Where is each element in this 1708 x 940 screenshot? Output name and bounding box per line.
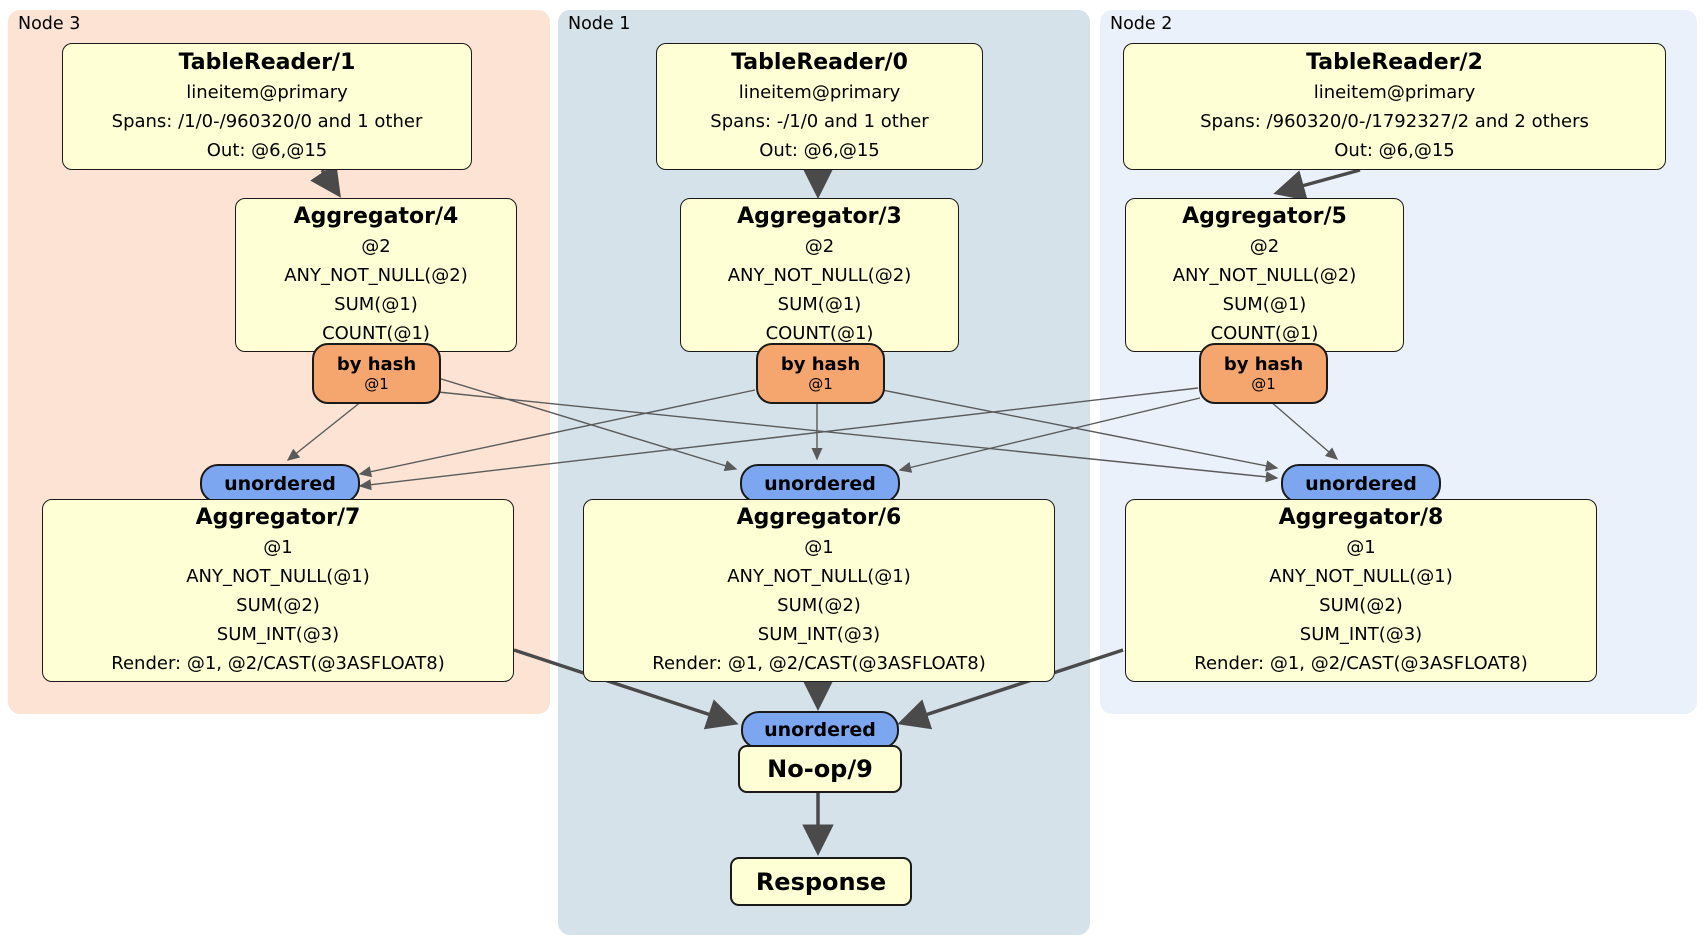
tablereader-2-box: TableReader/2 lineitem@primary Spans: /9… — [1123, 43, 1666, 170]
processor-line: COUNT(@1) — [765, 323, 874, 344]
response-box: Response — [730, 857, 912, 906]
unordered-sync-final: unordered — [741, 711, 899, 749]
processor-line: Render: @1, @2/CAST(@3ASFLOAT8) — [111, 653, 445, 674]
processor-line: ANY_NOT_NULL(@1) — [186, 566, 370, 587]
processor-line: COUNT(@1) — [1210, 323, 1319, 344]
router-detail: @1 — [1251, 374, 1276, 393]
unordered-sync-node2: unordered — [1281, 464, 1441, 503]
aggregator-5-box: Aggregator/5 @2 ANY_NOT_NULL(@2) SUM(@1)… — [1125, 198, 1404, 352]
processor-line: Render: @1, @2/CAST(@3ASFLOAT8) — [652, 653, 986, 674]
processor-line: Spans: -/1/0 and 1 other — [710, 111, 929, 132]
processor-line: SUM_INT(@3) — [216, 624, 340, 645]
processor-title: Aggregator/7 — [195, 505, 361, 530]
tablereader-1-box: TableReader/1 lineitem@primary Spans: /1… — [62, 43, 472, 170]
response-title: Response — [755, 867, 887, 896]
by-hash-router-node1: by hash @1 — [756, 343, 885, 404]
processor-line: Spans: /960320/0-/1792327/2 and 2 others — [1200, 111, 1589, 132]
processor-title: Aggregator/8 — [1278, 505, 1444, 530]
processor-line: SUM(@2) — [777, 595, 861, 616]
processor-line: @2 — [1249, 236, 1280, 257]
unordered-sync-node3: unordered — [200, 464, 360, 503]
processor-line: Out: @6,@15 — [1334, 140, 1455, 161]
processor-title: TableReader/1 — [178, 50, 356, 75]
node1-label: Node 1 — [568, 14, 631, 34]
processor-line: @1 — [1346, 537, 1376, 558]
processor-title: Aggregator/6 — [736, 505, 902, 530]
node3-label: Node 3 — [18, 14, 81, 34]
noop-box: No-op/9 — [738, 745, 902, 793]
processor-line: Out: @6,@15 — [759, 140, 880, 161]
processor-title: TableReader/2 — [1306, 50, 1483, 75]
router-detail: @1 — [808, 374, 833, 393]
processor-line: @2 — [361, 236, 391, 257]
processor-line: ANY_NOT_NULL(@2) — [284, 265, 468, 286]
processor-line: ANY_NOT_NULL(@2) — [1172, 265, 1357, 286]
processor-line: lineitem@primary — [738, 82, 901, 103]
by-hash-router-node2: by hash @1 — [1199, 343, 1328, 404]
processor-line: @2 — [804, 236, 835, 257]
router-label: by hash — [780, 353, 861, 375]
sync-label: unordered — [224, 472, 336, 495]
processor-line: Spans: /1/0-/960320/0 and 1 other — [111, 111, 423, 132]
router-detail: @1 — [364, 374, 389, 393]
processor-title: Aggregator/4 — [293, 204, 459, 229]
router-label: by hash — [336, 353, 417, 375]
processor-title: Aggregator/3 — [737, 204, 902, 229]
processor-line: Render: @1, @2/CAST(@3ASFLOAT8) — [1194, 653, 1528, 674]
processor-line: Out: @6,@15 — [206, 140, 328, 161]
processor-title: TableReader/0 — [731, 50, 908, 75]
processor-line: SUM(@1) — [1222, 294, 1307, 315]
processor-line: ANY_NOT_NULL(@2) — [727, 265, 912, 286]
aggregator-4-box: Aggregator/4 @2 ANY_NOT_NULL(@2) SUM(@1)… — [235, 198, 517, 352]
processor-line: @1 — [263, 537, 293, 558]
aggregator-6-box: Aggregator/6 @1 ANY_NOT_NULL(@1) SUM(@2)… — [583, 499, 1055, 682]
processor-line: SUM_INT(@3) — [757, 624, 881, 645]
unordered-sync-node1: unordered — [740, 464, 900, 503]
router-label: by hash — [1223, 353, 1304, 375]
aggregator-7-box: Aggregator/7 @1 ANY_NOT_NULL(@1) SUM(@2)… — [42, 499, 514, 682]
processor-line: COUNT(@1) — [322, 323, 430, 344]
processor-line: ANY_NOT_NULL(@1) — [727, 566, 911, 587]
aggregator-8-box: Aggregator/8 @1 ANY_NOT_NULL(@1) SUM(@2)… — [1125, 499, 1597, 682]
processor-line: SUM_INT(@3) — [1299, 624, 1423, 645]
processor-line: SUM(@2) — [1319, 595, 1403, 616]
processor-line: SUM(@1) — [334, 294, 418, 315]
processor-line: lineitem@primary — [186, 82, 348, 103]
sync-label: unordered — [764, 719, 876, 741]
node2-label: Node 2 — [1110, 14, 1173, 34]
processor-line: @1 — [804, 537, 834, 558]
processor-line: lineitem@primary — [1313, 82, 1476, 103]
by-hash-router-node3: by hash @1 — [312, 343, 441, 404]
tablereader-0-box: TableReader/0 lineitem@primary Spans: -/… — [656, 43, 983, 170]
processor-line: SUM(@2) — [236, 595, 320, 616]
aggregator-3-box: Aggregator/3 @2 ANY_NOT_NULL(@2) SUM(@1)… — [680, 198, 959, 352]
processor-title: Aggregator/5 — [1182, 204, 1347, 229]
processor-line: SUM(@1) — [777, 294, 862, 315]
sync-label: unordered — [1305, 472, 1417, 495]
processor-line: ANY_NOT_NULL(@1) — [1269, 566, 1453, 587]
sync-label: unordered — [764, 472, 876, 495]
noop-title: No-op/9 — [767, 755, 873, 783]
